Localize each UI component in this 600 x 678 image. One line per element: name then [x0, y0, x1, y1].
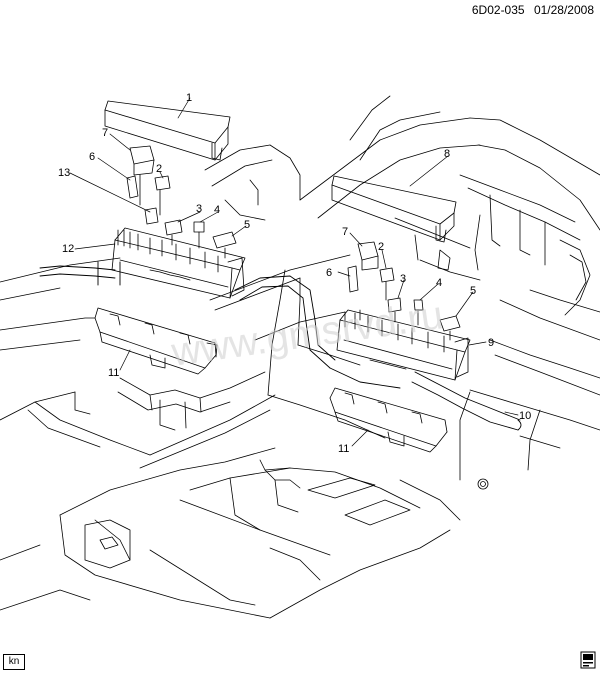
book-icon — [580, 651, 596, 669]
callout-7-left: 7 — [102, 127, 108, 139]
fuse-block-bracket-left — [94, 307, 218, 375]
relays-and-fuses-right — [347, 241, 461, 341]
diagram-date: 01/28/2008 — [533, 3, 594, 17]
fuse-block-bracket-right — [329, 387, 448, 453]
callout-8: 8 — [444, 148, 450, 160]
language-code-box: kn — [3, 654, 25, 670]
diagram-header: 6D02-035 01/28/2008 — [466, 3, 594, 17]
callout-leader-lines — [69, 97, 519, 447]
callout-numbers: 1 7 2 3 4 5 6 13 12 11 8 7 2 6 3 4 5 9 1… — [58, 92, 531, 455]
callout-7-right: 7 — [342, 226, 348, 238]
callout-9: 9 — [488, 337, 494, 349]
callout-3-left: 3 — [196, 203, 202, 215]
callout-3-right: 3 — [400, 273, 406, 285]
callout-12: 12 — [62, 243, 74, 255]
fuse-block-cover-left — [104, 100, 231, 161]
fuse-block-left — [111, 227, 246, 299]
callout-11-right: 11 — [338, 443, 349, 455]
callout-10: 10 — [519, 410, 531, 422]
watermark: www.gmsrvd.ru — [168, 293, 446, 375]
callout-4-left: 4 — [214, 204, 220, 216]
callout-1: 1 — [186, 92, 192, 104]
callout-11-left: 11 — [108, 367, 119, 379]
vehicle-floor-structure — [0, 95, 600, 619]
diagram-id: 6D02-035 — [471, 3, 525, 17]
relays-and-fuses-left — [126, 145, 237, 259]
fuse-block-cover-right — [331, 175, 457, 243]
wiring-harness — [39, 261, 522, 431]
callout-5-left: 5 — [244, 219, 250, 231]
callout-6-left: 6 — [89, 151, 95, 163]
callout-5-right: 5 — [470, 285, 476, 297]
callout-13: 13 — [58, 167, 70, 179]
callout-2-left: 2 — [156, 163, 162, 175]
callout-6-right: 6 — [326, 267, 332, 279]
callout-2-right: 2 — [378, 241, 384, 253]
fuse-block-right — [336, 309, 471, 381]
callout-4-right: 4 — [436, 277, 442, 289]
